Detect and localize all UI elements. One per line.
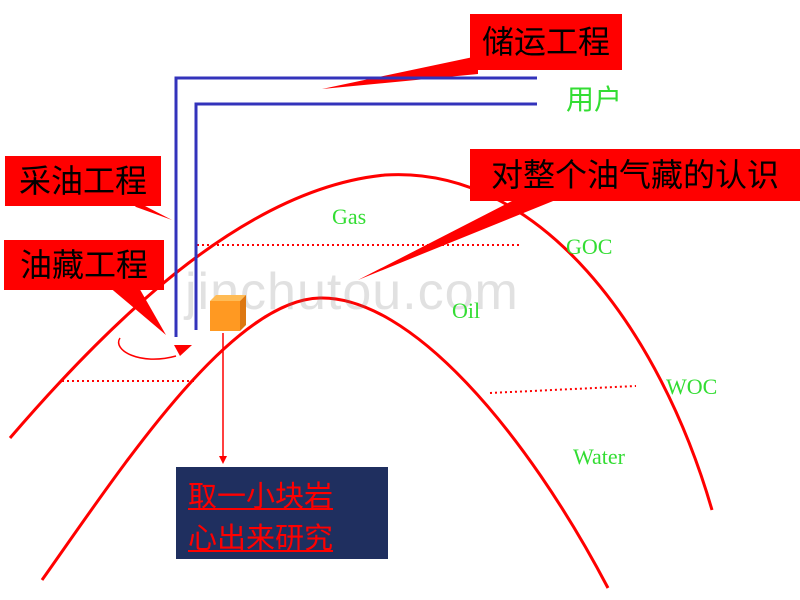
sample-arrow-head: [219, 456, 227, 464]
reservoir-pointer: [108, 286, 166, 335]
user-label: 用户: [566, 83, 623, 116]
water-zone-label: Water: [573, 444, 625, 469]
callout-reservoir-engineering: 油藏工程: [4, 240, 164, 290]
outer-pipeline: [174, 76, 537, 337]
upper-reservoir-boundary: [8, 173, 714, 511]
flow-arrow-head: [174, 345, 192, 356]
core-sample-note: 取一小块岩 心出来研究: [176, 467, 388, 559]
flow-arrow: [117, 337, 177, 360]
core-sample-note-line2: 心出来研究: [188, 521, 334, 556]
callout-reservoir-understanding: 对整个油气藏的认识: [470, 149, 800, 201]
core-sample-note-line1: 取一小块岩: [188, 479, 334, 513]
storage-transport-pointer: [322, 56, 478, 89]
inner-pipeline: [194, 102, 537, 330]
woc-right-contact-line: [489, 385, 637, 394]
gas-zone-label: Gas: [332, 204, 367, 229]
woc-label: WOC: [666, 374, 718, 399]
callout-storage-transport: 储运工程: [470, 14, 622, 70]
core-sample-cube-icon: [210, 295, 246, 331]
oil-zone-label: Oil: [452, 298, 481, 323]
callout-production-engineering: 采油工程: [5, 156, 161, 206]
lower-reservoir-boundary: [40, 296, 610, 589]
goc-label: GOC: [566, 234, 613, 259]
